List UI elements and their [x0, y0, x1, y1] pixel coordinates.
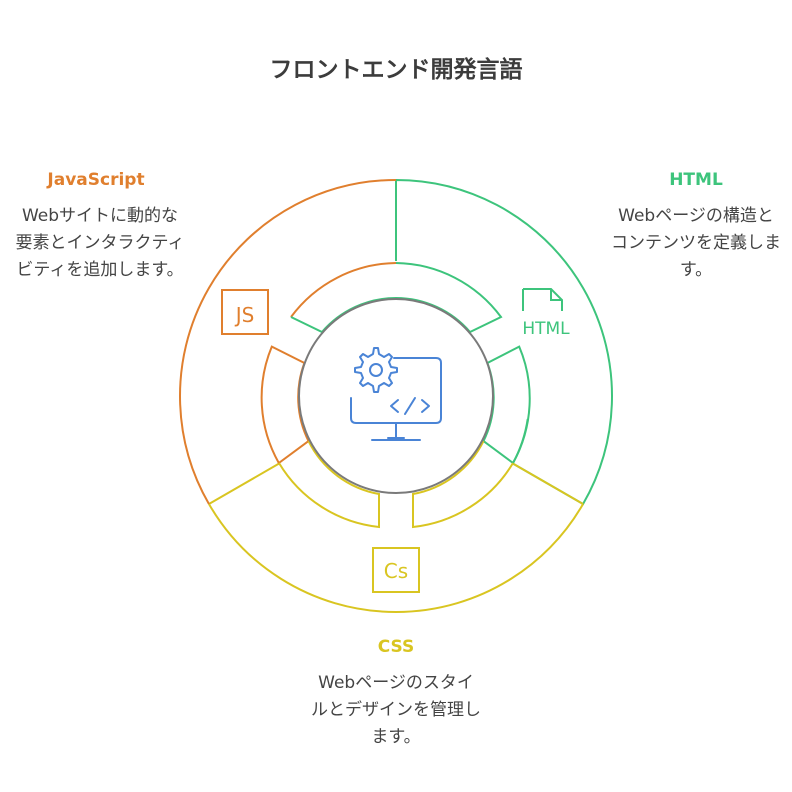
gear-code-monitor-icon: [350, 347, 442, 441]
javascript-description: Webサイトに動的な要素とインタラクティビティを追加します。: [15, 206, 185, 280]
js-icon-text: JS: [234, 303, 255, 327]
css-description: Webページのスタイルとデザインを管理します。: [311, 673, 481, 747]
css-file-icon: Cs: [372, 547, 420, 593]
html-middle-segment: [482, 345, 531, 465]
diagram-title: フロントエンド開発言語: [269, 57, 523, 83]
html-label: HTML: [669, 170, 723, 190]
css-outer-segment: [208, 462, 584, 613]
js-file-icon: JS: [221, 289, 269, 335]
css-label: CSS: [377, 637, 415, 657]
html-file-icon: HTML: [522, 288, 570, 339]
css-middle-segment: [278, 440, 514, 529]
css-icon-text: Cs: [384, 559, 408, 583]
html-top-arc: [290, 262, 397, 318]
javascript-middle-segment: [260, 345, 310, 465]
javascript-outer-segment: [179, 179, 397, 505]
center-circle: [298, 298, 494, 494]
javascript-label: JavaScript: [47, 170, 145, 190]
html-icon-text: HTML: [522, 319, 570, 339]
html-description: Webページの構造とコンテンツを定義します。: [611, 206, 781, 280]
